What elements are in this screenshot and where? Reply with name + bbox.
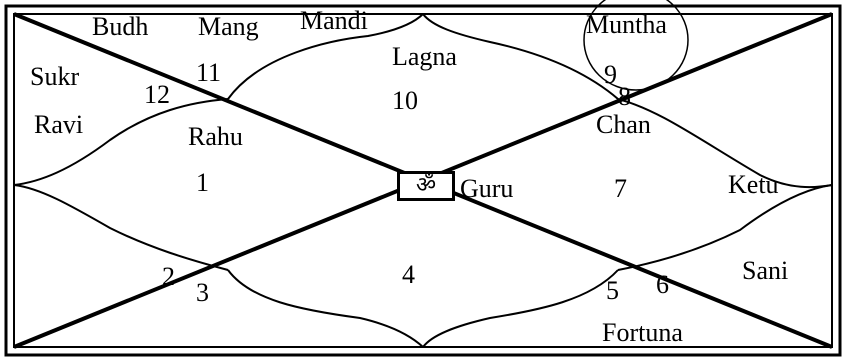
house-number-8: 8 xyxy=(618,82,631,111)
curve-left-bottom xyxy=(13,184,229,271)
planet-rahu: Rahu xyxy=(188,122,243,151)
house-number-7: 7 xyxy=(614,174,627,203)
house-number-3: 3 xyxy=(196,278,209,307)
curve-right-top xyxy=(617,98,833,189)
planet-lagna: Lagna xyxy=(392,42,457,71)
muntha-highlight-circle xyxy=(583,0,689,91)
planet-fortuna: Fortuna xyxy=(602,318,683,347)
house-number-10: 10 xyxy=(392,86,418,115)
house-number-11: 11 xyxy=(196,58,222,87)
house-number-4: 4 xyxy=(402,260,415,289)
curve-right-bottom xyxy=(617,184,833,271)
house-number-9: 9 xyxy=(604,60,617,89)
curve-left-top xyxy=(13,98,229,186)
planet-mang: Mang xyxy=(198,12,259,41)
planet-ravi: Ravi xyxy=(34,110,84,139)
curve-top-right xyxy=(422,13,619,100)
outer-border xyxy=(4,4,842,357)
curve-bottom-left xyxy=(227,269,424,348)
om-center-symbol: ॐ xyxy=(397,171,455,201)
planet-budh: Budh xyxy=(92,12,149,41)
house-number-6: 6 xyxy=(656,270,669,299)
planet-sukr: Sukr xyxy=(30,62,80,91)
house-number-1: 1 xyxy=(196,168,209,197)
planet-chan: Chan xyxy=(596,110,651,139)
house-number-2: 2 xyxy=(162,262,175,291)
planet-mandi: Mandi xyxy=(300,6,368,35)
curve-bottom-right xyxy=(422,269,619,348)
planet-sani: Sani xyxy=(742,256,789,285)
house-number-12: 12 xyxy=(144,80,170,109)
planet-guru: Guru xyxy=(460,174,514,203)
planet-ketu: Ketu xyxy=(728,170,779,199)
planet-muntha: Muntha xyxy=(586,10,667,39)
curve-top-left xyxy=(227,13,424,100)
house-number-5: 5 xyxy=(606,276,619,305)
